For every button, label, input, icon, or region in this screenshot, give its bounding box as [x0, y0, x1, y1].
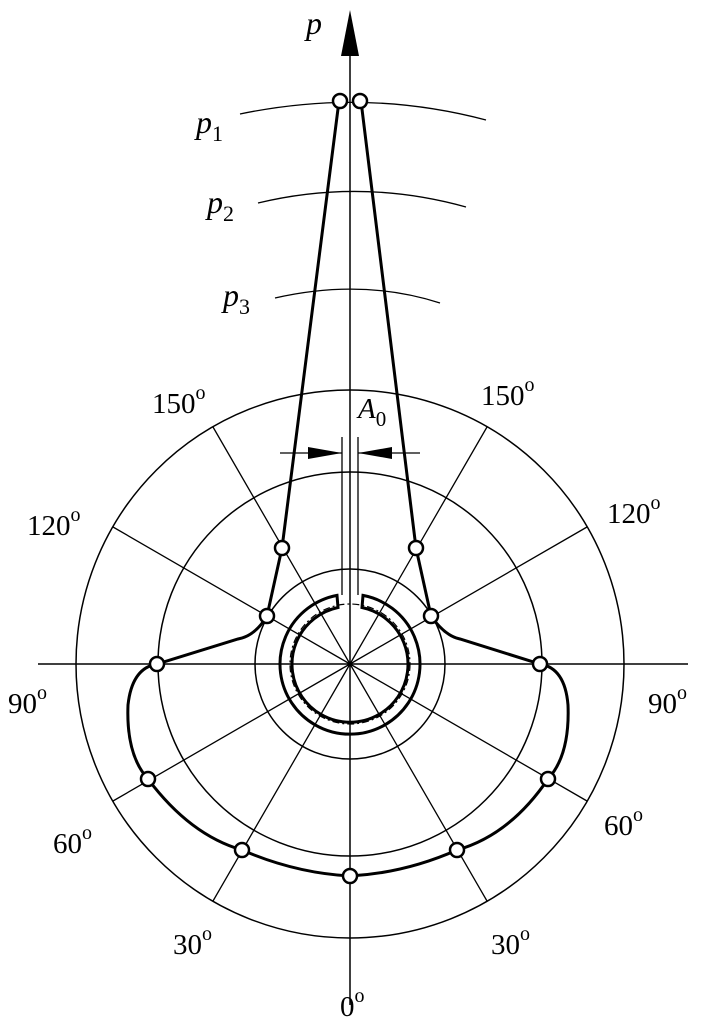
gap-label-main: A — [356, 393, 376, 425]
angle-label-30-left: 30o — [173, 923, 212, 961]
angle-label-120-right: 120o — [607, 492, 661, 530]
angle-label-90-left: 90o — [8, 682, 47, 720]
point-120-left — [258, 607, 276, 625]
point-top-right — [351, 92, 369, 110]
p2-sub: 2 — [223, 201, 234, 226]
p3-main: p — [221, 277, 239, 313]
p2-arc — [257, 190, 467, 208]
gap-label: A0 — [356, 393, 386, 431]
angle-label-120-left: 120o — [27, 504, 81, 542]
degree-mark: o — [196, 382, 206, 404]
point-60-right — [539, 770, 557, 788]
angle-label-60-right: 60o — [604, 804, 643, 842]
point-30-right — [448, 841, 466, 859]
measurement-points — [139, 92, 557, 885]
p1-sub: 1 — [212, 121, 223, 146]
point-60-left — [139, 770, 157, 788]
point-0 — [341, 867, 359, 885]
gap-arrow-left — [308, 447, 342, 459]
angle-label-30-right: 30o — [491, 923, 530, 961]
axes — [38, 48, 688, 1005]
p3-arc — [274, 288, 441, 304]
angle-label-90-right: 90o — [648, 682, 687, 720]
degree-mark: o — [71, 504, 81, 526]
point-90-left — [148, 655, 166, 673]
degree-mark: o — [82, 822, 92, 844]
degree-mark: o — [525, 374, 535, 396]
p3-label: p3 — [221, 277, 250, 319]
p3-sub: 3 — [239, 294, 250, 319]
p2-main: p — [205, 184, 223, 220]
point-120-right — [422, 607, 440, 625]
degree-mark: o — [633, 804, 643, 826]
degree-mark: o — [677, 682, 687, 704]
radial-line-30-right — [349, 663, 488, 902]
radial-line-120-left — [112, 526, 351, 665]
angle-label-0: 0o — [340, 985, 365, 1023]
angle-label-150-left: 150o — [152, 382, 206, 420]
bushing-outer — [278, 593, 422, 736]
angle-label-60-left: 60o — [53, 822, 92, 860]
degree-mark: o — [355, 985, 365, 1007]
p1-main: p — [194, 104, 212, 140]
point-90-right — [531, 655, 549, 673]
degree-mark: o — [202, 923, 212, 945]
degree-mark: o — [37, 682, 47, 704]
gap-arrow-right — [358, 447, 392, 459]
p2-label: p2 — [205, 184, 234, 226]
degree-mark: o — [520, 923, 530, 945]
p-axis-arrowhead — [341, 10, 359, 56]
degree-mark: o — [651, 492, 661, 514]
point-30-left — [233, 841, 251, 859]
radial-line-30-left — [212, 663, 351, 902]
p1-label: p1 — [194, 104, 223, 146]
bushing — [278, 593, 422, 736]
pressure-arcs — [239, 101, 487, 304]
journal-circle — [289, 603, 411, 725]
radial-line-120-right — [349, 526, 588, 665]
point-top-left — [331, 92, 349, 110]
gap-label-sub: 0 — [376, 407, 387, 431]
angle-label-150-right: 150o — [481, 374, 535, 412]
pressure-curve — [126, 100, 570, 878]
p-axis-label: p — [304, 5, 322, 41]
point-150-right — [407, 539, 425, 557]
point-150-left — [273, 539, 291, 557]
